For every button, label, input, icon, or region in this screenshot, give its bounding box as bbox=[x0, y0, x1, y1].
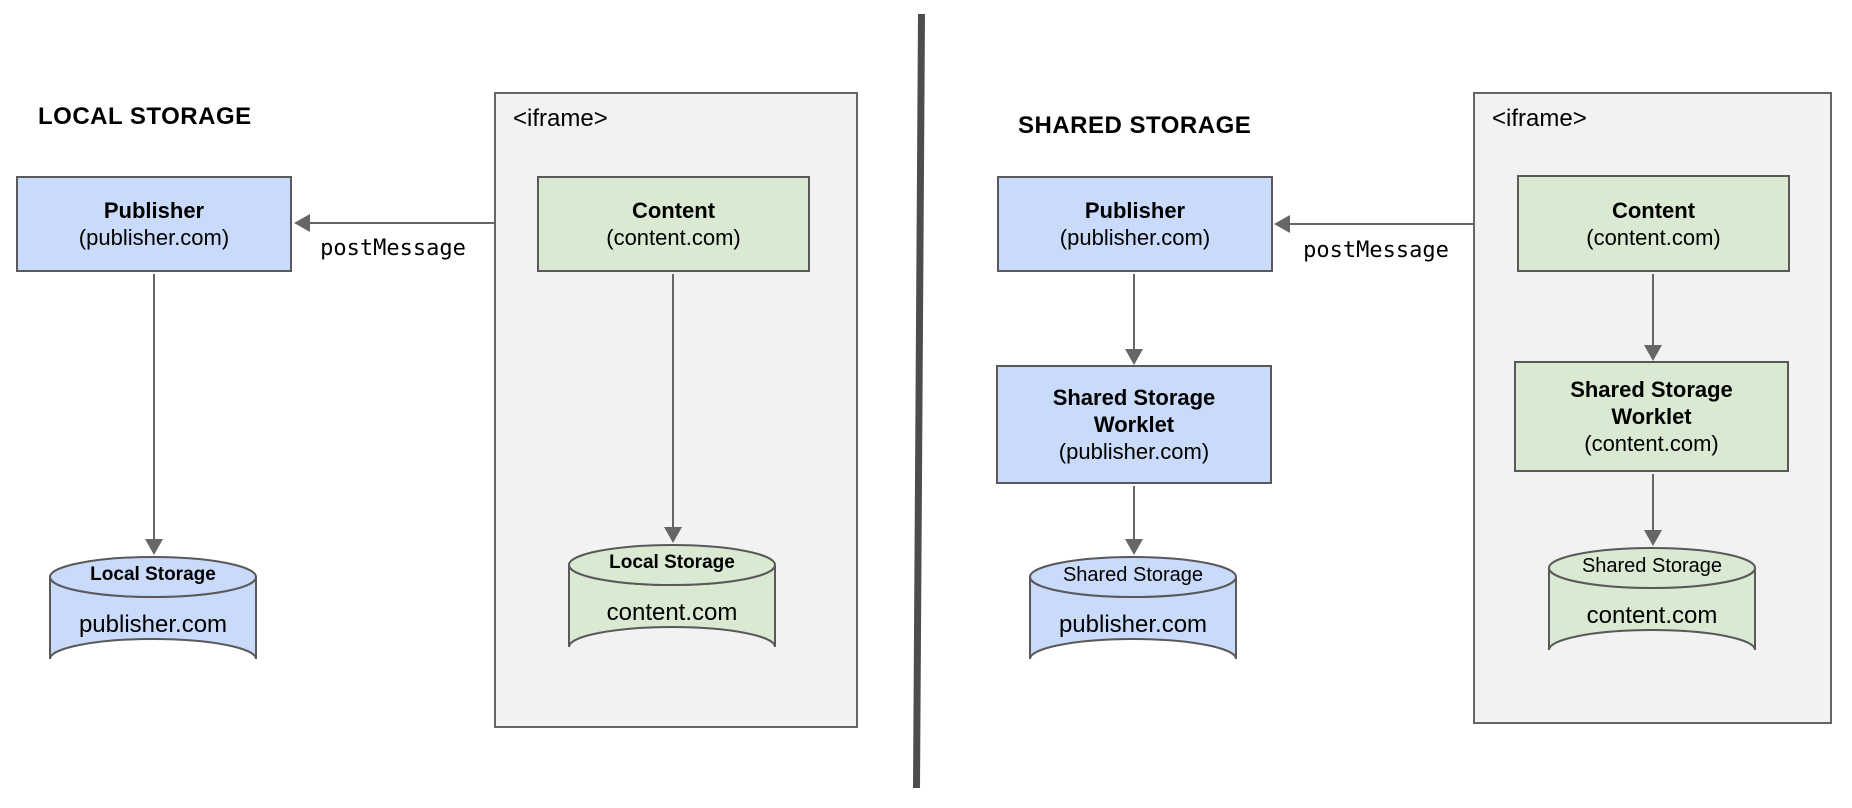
worklet-to-storage-arrowhead bbox=[1125, 539, 1143, 555]
shared-storage-title: SHARED STORAGE bbox=[1018, 112, 1252, 139]
publisher-box: Publisher (publisher.com) bbox=[16, 176, 292, 272]
shared-storage-cylinder-publisher: Shared Storage publisher.com bbox=[1028, 555, 1238, 681]
local-storage-title: LOCAL STORAGE bbox=[38, 103, 252, 130]
worklet-box-line2: Worklet bbox=[1093, 412, 1175, 437]
shared-storage-cylinder-content: Shared Storage content.com bbox=[1547, 546, 1757, 672]
cylinder-value: publisher.com bbox=[1058, 611, 1208, 638]
cylinder-shape bbox=[49, 556, 257, 660]
worklet-box-line2: Worklet bbox=[1611, 404, 1692, 429]
postmessage-arrowhead-left-shared bbox=[1274, 215, 1290, 233]
iframe-label-shared: <iframe> bbox=[1492, 105, 1587, 132]
postmessage-label-shared: postMessage bbox=[1303, 238, 1449, 263]
publisher-to-worklet-arrow-line bbox=[1133, 274, 1135, 349]
postmessage-label: postMessage bbox=[320, 236, 466, 261]
worklet-box-subtitle: (content.com) bbox=[1584, 431, 1719, 456]
worklet-to-storage-arrow-line bbox=[1133, 486, 1135, 539]
local-storage-cylinder-publisher: Local Storage publisher.com bbox=[48, 555, 258, 681]
publisher-to-worklet-arrowhead bbox=[1125, 349, 1143, 365]
content-box: Content (content.com) bbox=[537, 176, 810, 272]
postmessage-arrow-line bbox=[309, 222, 523, 224]
shared-storage-worklet-box-publisher: Shared Storage Worklet (publisher.com) bbox=[996, 365, 1272, 484]
publisher-to-storage-arrow-line bbox=[153, 274, 155, 539]
publisher-to-storage-arrowhead bbox=[145, 539, 163, 555]
content-to-storage-arrow-line bbox=[672, 274, 674, 527]
content-box-title: Content bbox=[631, 198, 716, 223]
cylinder-label: Local Storage bbox=[609, 552, 735, 573]
worklet-box-line1: Shared Storage bbox=[1052, 385, 1216, 410]
postmessage-arrow-line-shared bbox=[1289, 223, 1502, 225]
worklet-box-subtitle: (publisher.com) bbox=[1058, 439, 1210, 464]
iframe-label: <iframe> bbox=[513, 105, 608, 132]
section-divider bbox=[913, 14, 925, 789]
shared-storage-worklet-box-content: Shared Storage Worklet (content.com) bbox=[1514, 361, 1789, 472]
publisher-box-title: Publisher bbox=[103, 198, 205, 223]
cylinder-value: publisher.com bbox=[78, 611, 228, 638]
worklet-to-storage-arrow-line-content bbox=[1652, 474, 1654, 530]
publisher-box-subtitle: (publisher.com) bbox=[1059, 225, 1211, 250]
publisher-box-title: Publisher bbox=[1084, 198, 1186, 223]
cylinder-value: content.com bbox=[1586, 602, 1718, 629]
cylinder-value: content.com bbox=[606, 599, 738, 626]
worklet-box-line1: Shared Storage bbox=[1570, 377, 1733, 402]
content-to-storage-arrowhead bbox=[664, 527, 682, 543]
content-box-shared: Content (content.com) bbox=[1517, 175, 1790, 272]
cylinder-label: Local Storage bbox=[90, 564, 216, 585]
cylinder-shape bbox=[1029, 556, 1237, 660]
local-storage-cylinder-content: Local Storage content.com bbox=[567, 543, 777, 669]
cylinder-label: Shared Storage bbox=[1581, 555, 1723, 577]
publisher-box-shared: Publisher (publisher.com) bbox=[997, 176, 1273, 272]
worklet-to-storage-arrowhead-content bbox=[1644, 530, 1662, 546]
content-to-worklet-arrow-line bbox=[1652, 274, 1654, 345]
postmessage-arrowhead-left bbox=[294, 214, 310, 232]
content-to-worklet-arrowhead bbox=[1644, 345, 1662, 361]
content-box-subtitle: (content.com) bbox=[1586, 224, 1721, 250]
cylinder-shape bbox=[1548, 547, 1756, 651]
content-box-title: Content bbox=[1611, 197, 1696, 223]
cylinder-shape bbox=[568, 544, 776, 648]
cylinder-label: Shared Storage bbox=[1062, 564, 1204, 586]
content-box-subtitle: (content.com) bbox=[606, 225, 741, 250]
publisher-box-subtitle: (publisher.com) bbox=[78, 225, 230, 250]
